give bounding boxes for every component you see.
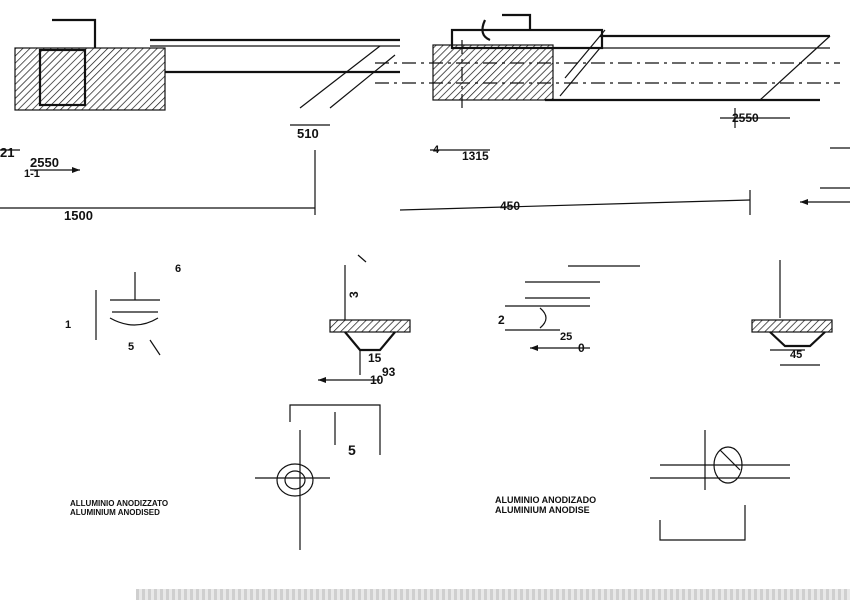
dim-3: 3 (347, 291, 361, 298)
note-left-1: ALLUMINIO ANODIZZATO (70, 499, 168, 508)
dim-5-mid: 5 (348, 442, 356, 458)
note-left-2: ALUMINIUM ANODISED (70, 508, 160, 517)
dim-2550b: 2550 (732, 111, 759, 125)
dim-1500: 1500 (64, 208, 93, 223)
scan-edge-strip (136, 589, 850, 600)
dim-4: 4 (433, 144, 440, 156)
lower-detail-right (650, 430, 790, 541)
overall-dimensions: 21 2550 1-1 1500 510 4 1315 450 2550 (0, 108, 850, 223)
dim-1: 1 (65, 319, 71, 331)
main-profile-view (14, 13, 840, 111)
dim-6: 6 (175, 263, 181, 275)
dim-21: 21 (0, 145, 14, 160)
dim-2: 2 (498, 313, 505, 327)
dim-15: 15 (368, 351, 382, 365)
dim-1315: 1315 (462, 149, 489, 163)
left-end-block (14, 47, 166, 111)
dim-510: 510 (297, 126, 319, 141)
note-right-1: ALUMINIO ANODIZADO (495, 495, 596, 505)
section-detail-3: 2 25 0 (498, 265, 640, 355)
left-end-slot (38, 48, 87, 107)
dim-450: 450 (500, 199, 520, 213)
dim-5: 5 (128, 341, 134, 353)
dim-10: 10 (370, 373, 384, 387)
section-detail-2: 3 15 93 10 (318, 254, 411, 387)
section-detail-4: 45 (751, 260, 833, 366)
dim-25: 25 (560, 331, 572, 343)
section-detail-1: 6 1 5 (65, 263, 181, 356)
dim-0: 0 (578, 341, 585, 355)
dim-2550: 2550 (30, 155, 59, 170)
center-block (432, 44, 554, 101)
note-right-2: ALUMINIUM ANODISE (495, 505, 590, 515)
dim-1-1: 1-1 (24, 168, 40, 180)
dim-45: 45 (790, 349, 802, 361)
dim-93: 93 (382, 365, 396, 379)
lower-detail-left: 5 (255, 404, 381, 550)
